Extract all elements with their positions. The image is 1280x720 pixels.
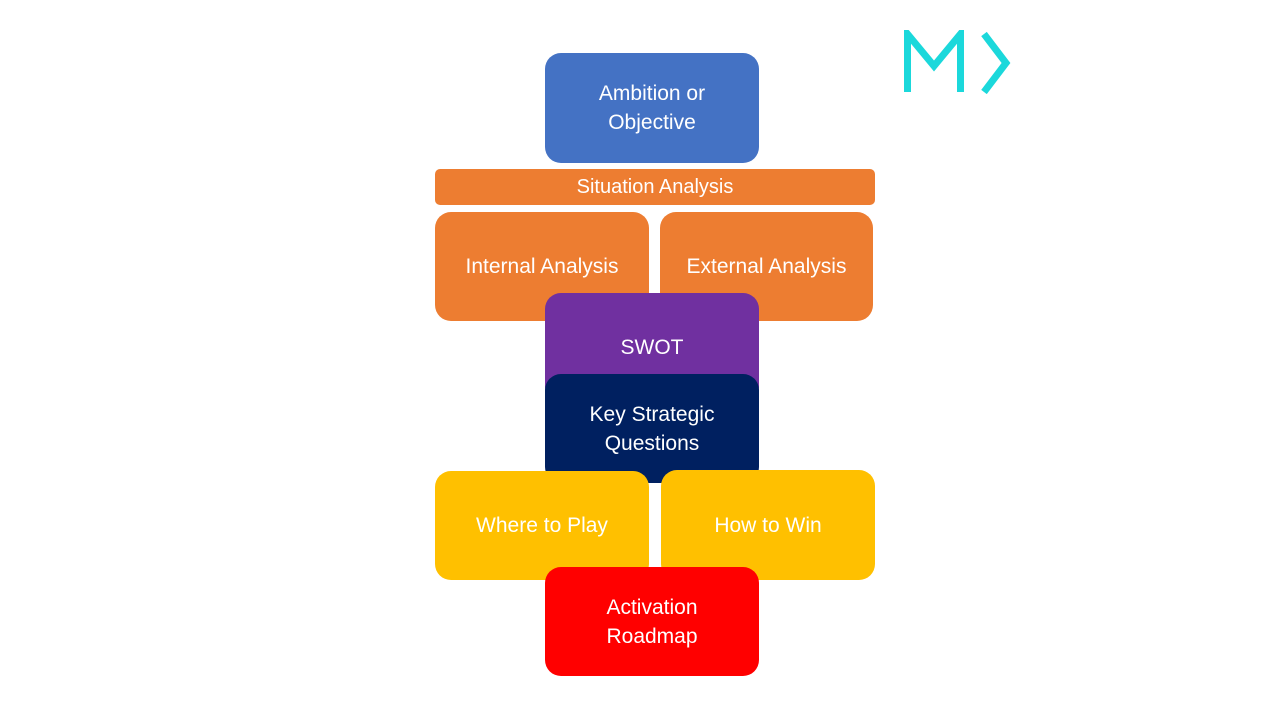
how-to-win-box: How to Win (661, 470, 875, 580)
external-label: External Analysis (686, 255, 847, 278)
activation-roadmap-box: Activation Roadmap (545, 567, 759, 676)
where-to-play-box: Where to Play (435, 471, 649, 580)
internal-analysis-box: Internal Analysis (435, 212, 649, 321)
swot-label: SWOT (620, 336, 684, 359)
internal-label: Internal Analysis (465, 255, 619, 278)
ambition-box: Ambition or Objective (545, 53, 759, 163)
situation-label: Situation Analysis (576, 175, 734, 198)
activation-label: Activation Roadmap (606, 595, 698, 648)
ksq-label: Key Strategic Questions (589, 402, 715, 455)
situation-analysis-bar: Situation Analysis (435, 169, 875, 205)
key-strategic-questions-box: Key Strategic Questions (545, 374, 759, 483)
md-logo-icon (904, 30, 1011, 94)
how-label: How to Win (714, 513, 822, 537)
where-label: Where to Play (476, 514, 608, 537)
external-analysis-box: External Analysis (660, 212, 873, 321)
ambition-label: Ambition or Objective (598, 82, 706, 134)
